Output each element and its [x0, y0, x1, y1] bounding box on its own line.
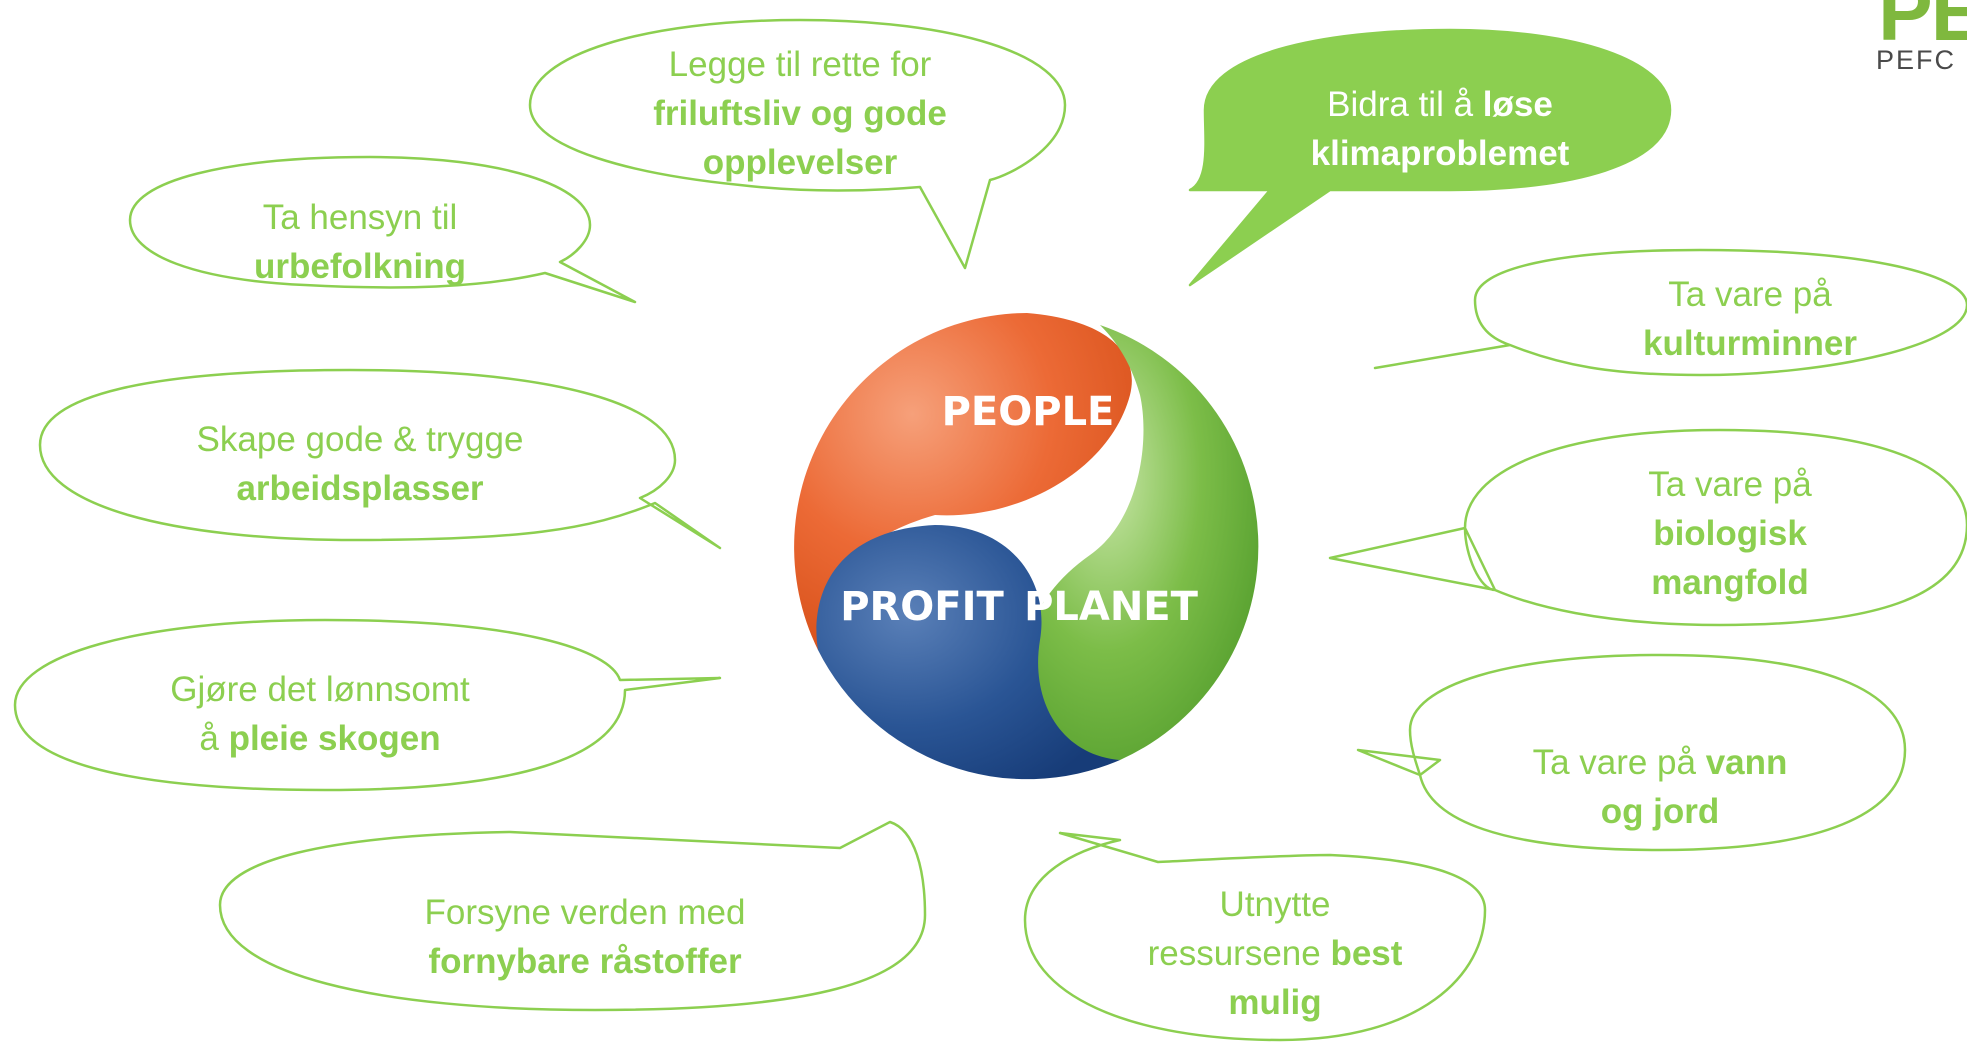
bubble-ressurser: [1023, 831, 1487, 1042]
profit-label: PROFIT: [840, 584, 1004, 630]
text-kulturminner: Ta vare på kulturminner: [1643, 275, 1857, 363]
bubble-rastoffer: [218, 820, 927, 1012]
bubble-klima[interactable]: [1188, 28, 1672, 287]
text-rastoffer: Forsyne verden med fornybare råstoffer: [424, 893, 746, 981]
text-biologisk: Ta vare på biologisk mangfold: [1648, 465, 1812, 602]
bubble-vann: [1356, 653, 1907, 852]
text-urbefolkning: Ta hensyn til urbefolkning: [254, 198, 466, 286]
ppp-circle: PEOPLE PROFIT PLANET: [793, 313, 1261, 781]
bubble-urbefolkning: [128, 155, 637, 304]
planet-segment: [1025, 325, 1259, 760]
text-friluftsliv: Legge til rette for friluftsliv og gode …: [653, 45, 947, 182]
text-arbeidsplasser: Skape gode & trygge arbeidsplasser: [196, 420, 524, 508]
text-lonnsomt: Gjøre det lønnsomt å pleie skogen: [170, 670, 470, 758]
bubble-friluftsliv: [528, 18, 1067, 270]
people-segment: [794, 313, 1132, 650]
bubble-arbeidsplasser: [38, 368, 722, 550]
planet-label: PLANET: [1024, 584, 1199, 630]
pefc-logo: PE PEFC: [1866, 0, 1967, 90]
bubble-biologisk: [1328, 428, 1967, 627]
logo-text: PEFC: [1876, 45, 1957, 75]
text-ressurser: Utnytte ressursene best mulig: [1147, 885, 1403, 1022]
profit-segment: [816, 525, 1120, 780]
bubble-lonnsomt: [13, 618, 722, 792]
bubble-kulturminner: [1373, 248, 1967, 377]
text-vann: Ta vare på vann og jord: [1532, 743, 1788, 831]
people-label: PEOPLE: [942, 389, 1115, 435]
logo-mark: PE: [1878, 0, 1967, 58]
text-klima: Bidra til å løse klimaproblemet: [1310, 85, 1570, 173]
